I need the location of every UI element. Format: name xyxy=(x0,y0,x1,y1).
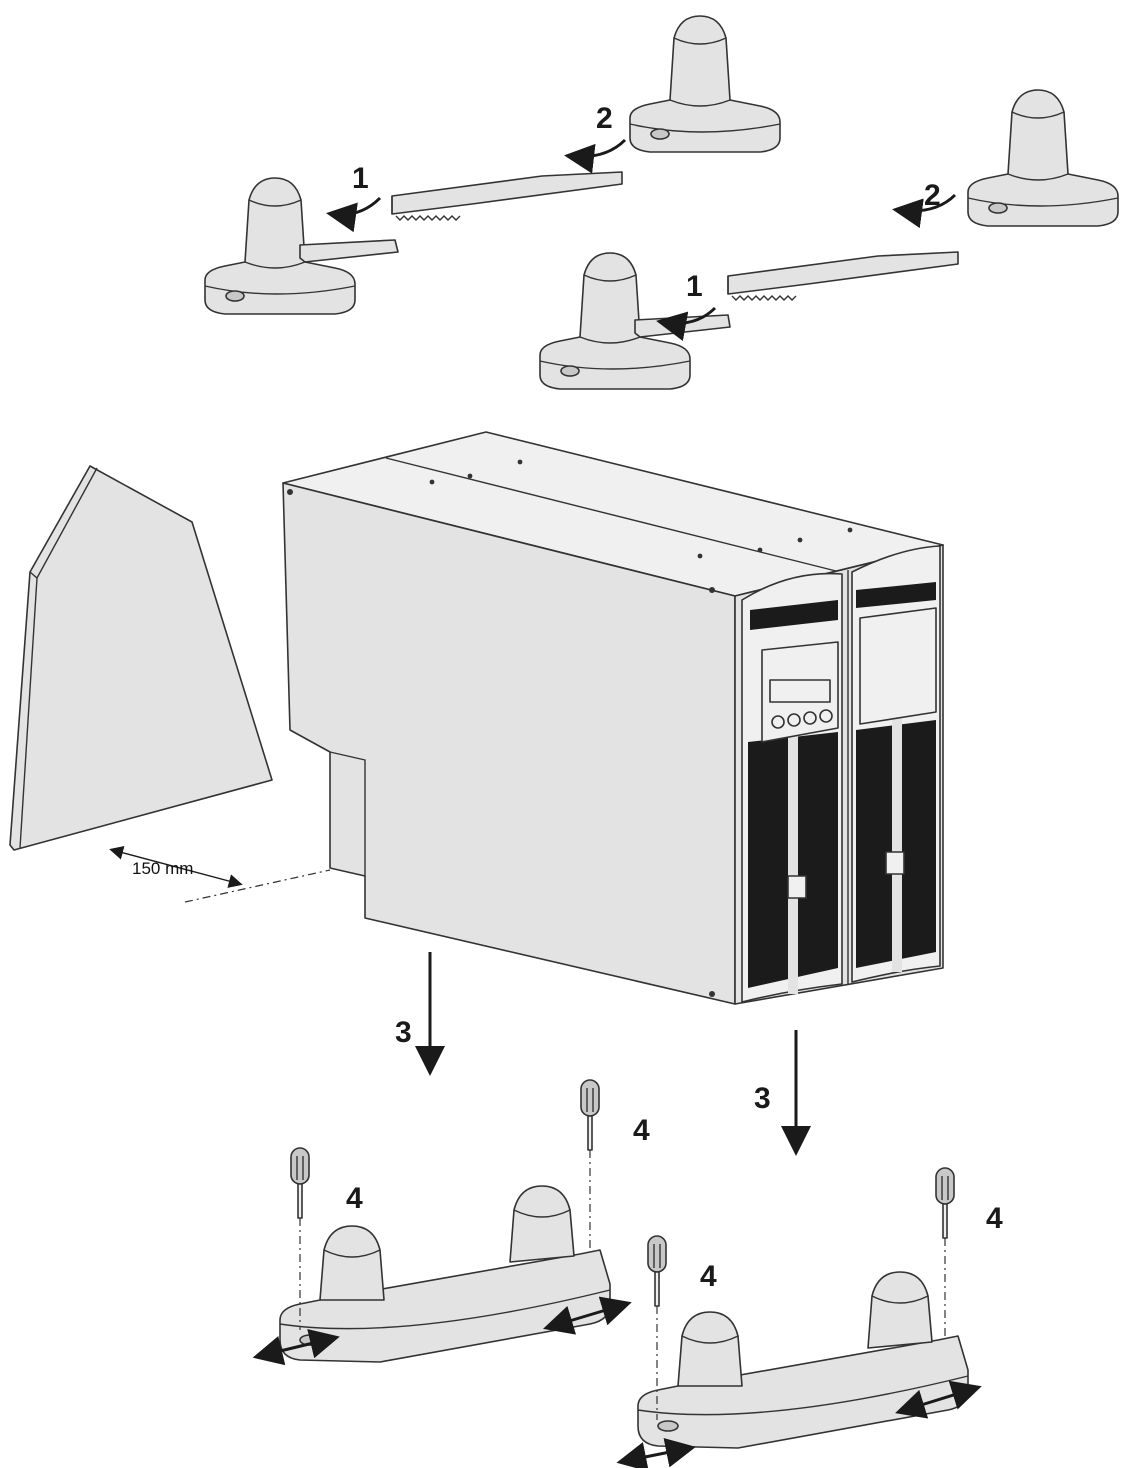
screwdriver-icon xyxy=(580,1079,600,1151)
insert-arrow-icon xyxy=(326,196,382,233)
extension-bar-icon xyxy=(727,251,959,301)
step-3-label: 3 xyxy=(754,1082,771,1115)
clearance-dimension: 150 mm xyxy=(109,845,331,903)
left-foot-assembly: 1 2 xyxy=(204,15,781,315)
insert-arrow-icon xyxy=(656,306,717,342)
insert-arrow-icon xyxy=(892,193,957,229)
ups-cabinet-icon xyxy=(282,431,944,1005)
step-2-label: 2 xyxy=(924,179,941,212)
foot-tongue xyxy=(634,314,731,338)
dimension-arrow-icon xyxy=(109,845,243,888)
left-base-assembly: 4 4 xyxy=(252,1079,650,1366)
right-foot-assembly: 1 2 xyxy=(539,89,1119,390)
extension-bar-icon xyxy=(391,171,623,221)
step-1-label: 1 xyxy=(352,162,369,195)
step-4-label: 4 xyxy=(700,1260,717,1293)
stabilizer-foot-icon xyxy=(967,89,1119,227)
step-4-label: 4 xyxy=(346,1182,363,1215)
adjust-arrow-icon xyxy=(895,1380,982,1419)
step-4-label: 4 xyxy=(633,1114,650,1147)
assembled-base-icon xyxy=(637,1271,969,1449)
foot-tongue xyxy=(299,239,399,263)
screwdriver-icon xyxy=(935,1167,955,1239)
step-4-label: 4 xyxy=(986,1202,1003,1235)
step-3-label: 3 xyxy=(395,1016,412,1049)
stabilizer-foot-icon xyxy=(629,15,781,153)
assembled-base-icon xyxy=(279,1185,611,1363)
adjust-arrow-icon xyxy=(252,1329,340,1366)
clearance-label: 150 mm xyxy=(132,859,193,878)
wall-panel-icon xyxy=(9,465,273,851)
adjust-arrow-icon xyxy=(616,1437,696,1468)
right-base-assembly: 4 4 xyxy=(616,1167,1003,1468)
insert-arrow-icon xyxy=(564,138,627,174)
screwdriver-icon xyxy=(647,1235,667,1307)
adjust-arrow-icon xyxy=(543,1296,632,1335)
step-1-label: 1 xyxy=(686,270,703,303)
step-2-label: 2 xyxy=(596,102,613,135)
screwdriver-icon xyxy=(290,1147,310,1219)
